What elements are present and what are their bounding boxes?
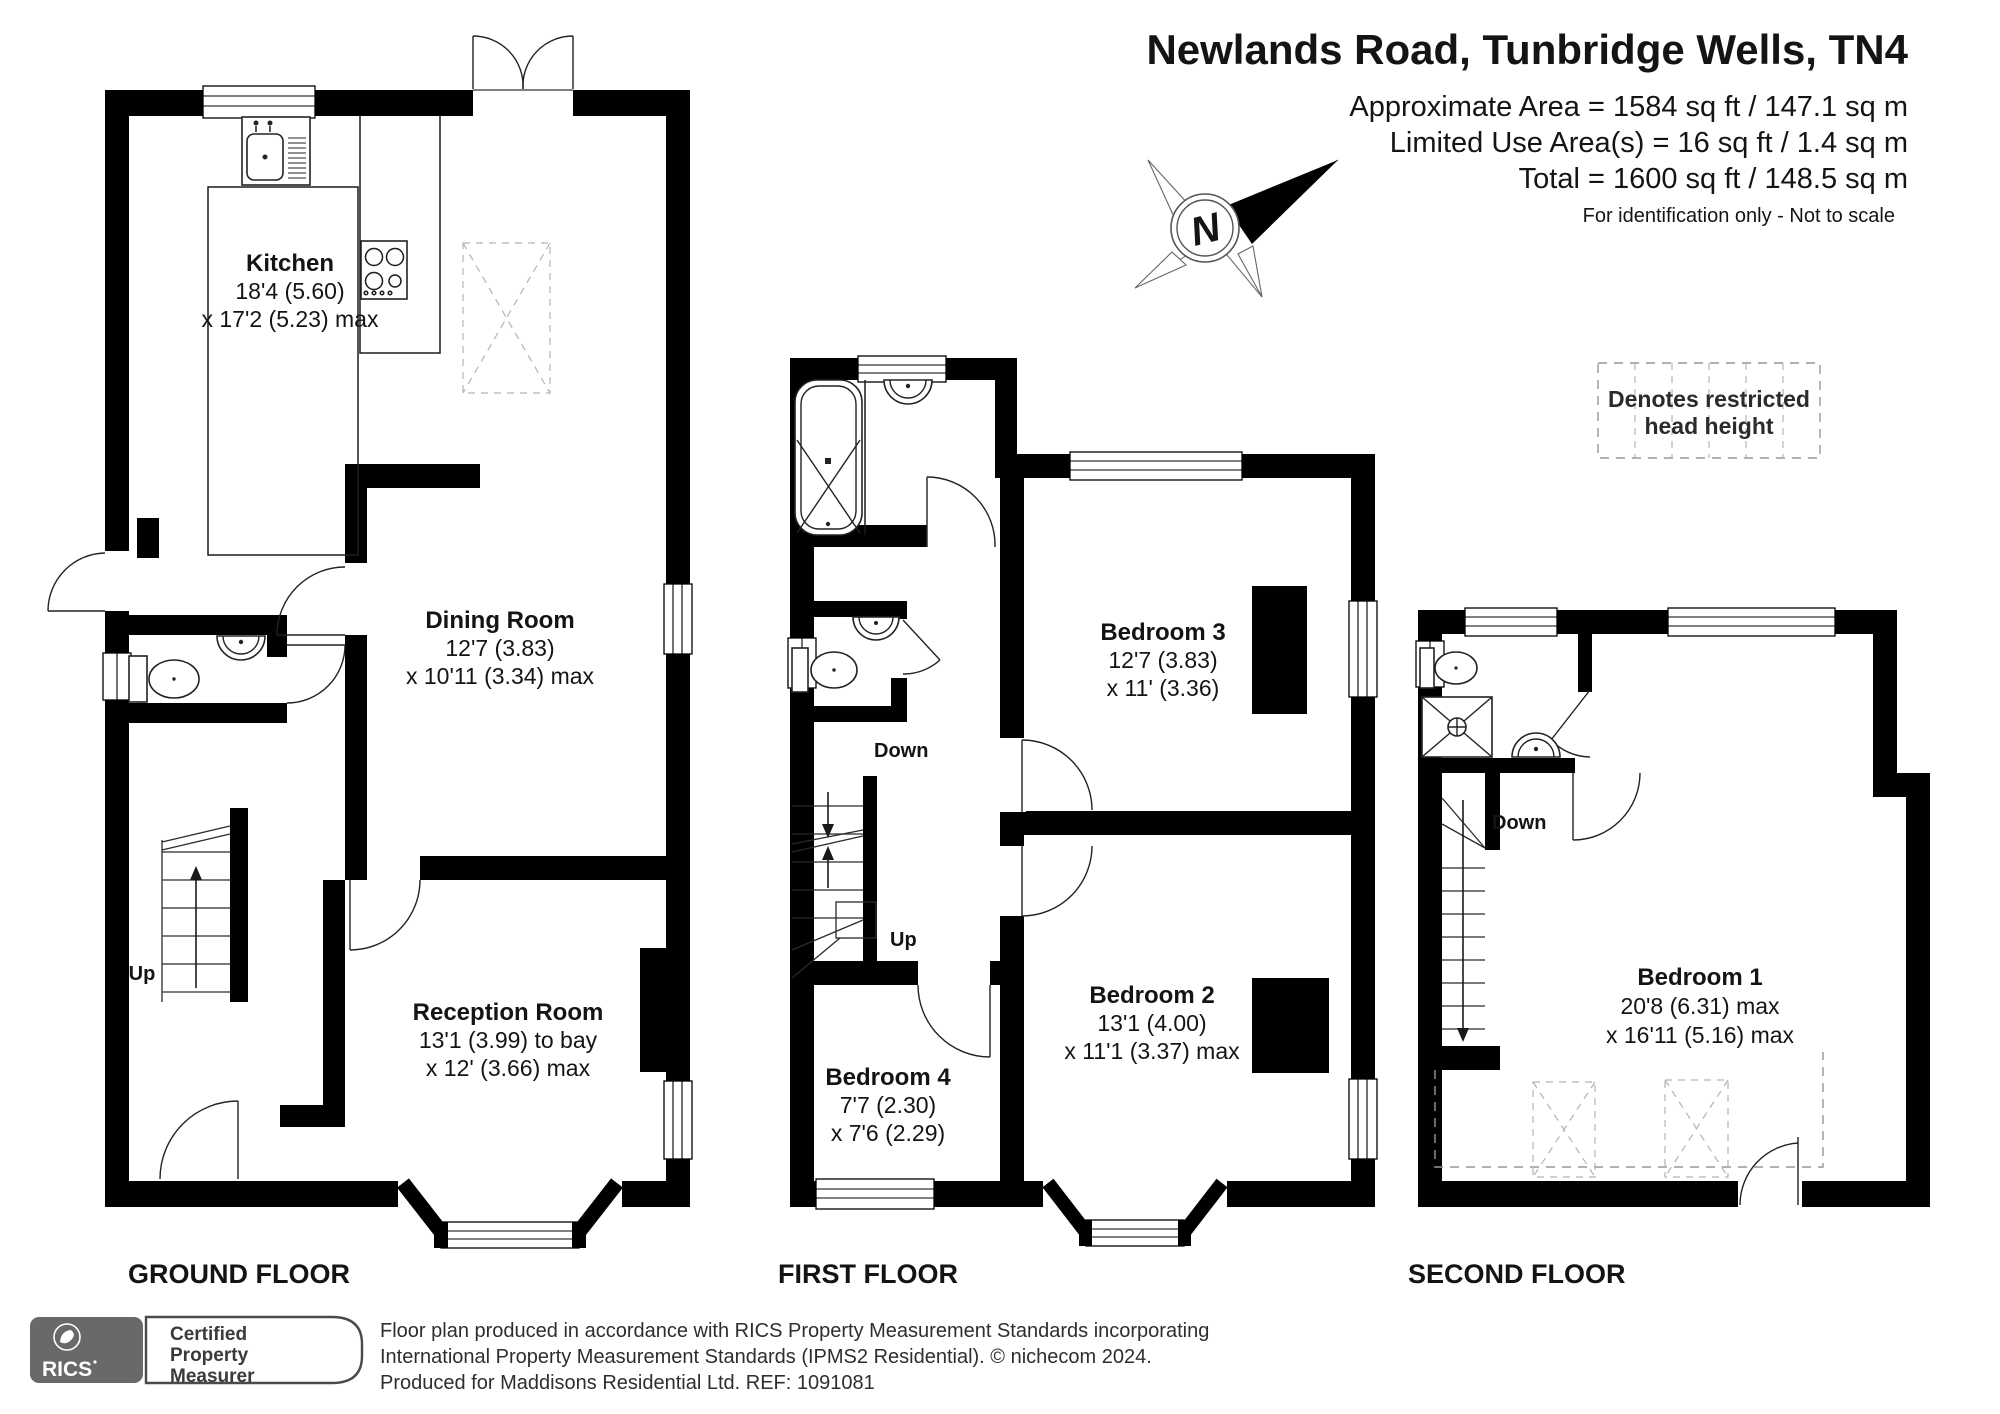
svg-text:13'1 (3.99) to bay: 13'1 (3.99) to bay — [419, 1027, 598, 1053]
footer-line3: Produced for Maddisons Residential Ltd. … — [380, 1372, 875, 1394]
ground-floor-plan: Up Kitchen 18'4 (5.60) x 17'2 (5.23) max… — [47, 35, 693, 1289]
svg-text:Bedroom 3: Bedroom 3 — [1100, 619, 1225, 646]
footer-line2: International Property Measurement Stand… — [380, 1346, 1152, 1368]
dining-room-label: Dining Room 12'7 (3.83) x 10'11 (3.34) m… — [406, 607, 595, 689]
hob-icon — [360, 240, 408, 300]
sf-toilet-icon — [1419, 647, 1478, 689]
bedroom1-label: Bedroom 1 20'8 (6.31) max x 16'11 (5.16)… — [1606, 964, 1795, 1048]
toilet-icon — [128, 655, 200, 703]
sf-down-label: Down — [1492, 812, 1546, 834]
ff-doors — [902, 476, 1093, 1058]
ff-bay-window — [1042, 1178, 1228, 1247]
gf-doors — [47, 552, 421, 1180]
bedroom4-label: Bedroom 4 7'7 (2.30) x 7'6 (2.29) — [825, 1064, 951, 1146]
svg-text:x 11'1 (3.37) max: x 11'1 (3.37) max — [1064, 1038, 1240, 1064]
svg-text:x 12' (3.66) max: x 12' (3.66) max — [426, 1055, 591, 1081]
rics-logo: RICS — [30, 1317, 143, 1383]
sf-restricted-head-height — [1434, 1052, 1824, 1178]
ff-stairs — [791, 792, 877, 979]
svg-text:x 11' (3.36): x 11' (3.36) — [1107, 675, 1220, 701]
second-floor-plan: Down Bedroom 1 20'8 (6.31) max x 16'11 (… — [1408, 607, 1930, 1289]
kitchen-label: Kitchen 18'4 (5.60) x 17'2 (5.23) max — [202, 250, 379, 332]
first-floor-plan: Down Up Bedroom 3 12'7 (3.83) x 11' (3.3… — [778, 355, 1378, 1289]
first-floor-label: FIRST FLOOR — [778, 1259, 958, 1289]
header: Newlands Road, Tunbridge Wells, TN4 Appr… — [1146, 26, 1908, 227]
svg-text:Property: Property — [170, 1345, 249, 1366]
gf-up-label: Up — [129, 963, 156, 985]
shower-icon — [1421, 696, 1493, 758]
svg-text:Reception Room: Reception Room — [413, 999, 604, 1026]
svg-text:Certified: Certified — [170, 1324, 247, 1345]
gf-rooflight — [462, 242, 551, 394]
ff-toilet-icon — [791, 647, 858, 693]
approx-area: Approximate Area = 1584 sq ft / 147.1 sq… — [1349, 91, 1908, 123]
bedroom3-label: Bedroom 3 12'7 (3.83) x 11' (3.36) — [1100, 619, 1225, 701]
gf-windows — [102, 85, 693, 1209]
svg-text:Dining Room: Dining Room — [425, 607, 574, 634]
legend-line1: Denotes restricted — [1608, 386, 1810, 412]
ff-wc-basin-icon — [852, 616, 900, 641]
svg-text:Measurer: Measurer — [170, 1366, 255, 1387]
footer-line1: Floor plan produced in accordance with R… — [380, 1320, 1209, 1342]
svg-text:7'7 (2.30): 7'7 (2.30) — [840, 1092, 936, 1118]
gf-stairs — [161, 825, 231, 1002]
compass-icon: N — [1134, 159, 1339, 298]
svg-text:x 10'11 (3.34) max: x 10'11 (3.34) max — [406, 663, 595, 689]
svg-text:12'7 (3.83): 12'7 (3.83) — [1108, 647, 1217, 673]
reception-room-label: Reception Room 13'1 (3.99) to bay x 12' … — [413, 999, 604, 1081]
page-title: Newlands Road, Tunbridge Wells, TN4 — [1146, 26, 1908, 73]
svg-text:Bedroom 1: Bedroom 1 — [1637, 964, 1762, 991]
svg-text:18'4 (5.60): 18'4 (5.60) — [235, 278, 344, 304]
gf-bay-window — [397, 1178, 623, 1249]
svg-text:Bedroom 2: Bedroom 2 — [1089, 982, 1214, 1009]
bath-icon — [794, 379, 866, 536]
legend-line2: head height — [1644, 413, 1773, 439]
sink-icon — [241, 116, 311, 186]
sf-stairs — [1441, 797, 1486, 1042]
ff-windows — [787, 355, 1378, 1210]
svg-text:Kitchen: Kitchen — [246, 250, 334, 277]
rics-logo-text: RICS — [42, 1358, 92, 1381]
svg-text:Bedroom 4: Bedroom 4 — [825, 1064, 951, 1091]
limited-area: Limited Use Area(s) = 16 sq ft / 1.4 sq … — [1390, 127, 1908, 159]
ff-up-label: Up — [890, 929, 917, 951]
bathroom-basin-icon — [883, 379, 933, 405]
footer: RICS Certified Property Measurer Floor p… — [30, 1315, 1209, 1394]
second-floor-label: SECOND FLOOR — [1408, 1259, 1626, 1289]
svg-text:12'7 (3.83): 12'7 (3.83) — [445, 635, 554, 661]
basin-icon — [216, 635, 266, 661]
sf-basin-icon — [1511, 732, 1561, 758]
svg-text:20'8 (6.31) max: 20'8 (6.31) max — [1620, 993, 1780, 1019]
french-doors — [472, 35, 574, 90]
svg-text:x 7'6 (2.29): x 7'6 (2.29) — [831, 1120, 945, 1146]
bedroom2-label: Bedroom 2 13'1 (4.00) x 11'1 (3.37) max — [1064, 982, 1240, 1064]
total-area: Total = 1600 sq ft / 148.5 sq m — [1519, 163, 1908, 195]
ground-floor-label: GROUND FLOOR — [128, 1259, 350, 1289]
restricted-head-height-legend: Denotes restricted head height — [1597, 362, 1821, 459]
svg-text:x 16'11 (5.16) max: x 16'11 (5.16) max — [1606, 1022, 1795, 1048]
kitchen-units — [207, 116, 441, 556]
sf-doors — [1550, 689, 1799, 1206]
svg-text:x 17'2 (5.23) max: x 17'2 (5.23) max — [202, 306, 379, 332]
svg-text:13'1 (4.00): 13'1 (4.00) — [1097, 1010, 1206, 1036]
disclaimer: For identification only - Not to scale — [1583, 205, 1895, 227]
ff-down-label: Down — [874, 740, 928, 762]
certified-measurer-badge: Certified Property Measurer — [144, 1315, 364, 1387]
